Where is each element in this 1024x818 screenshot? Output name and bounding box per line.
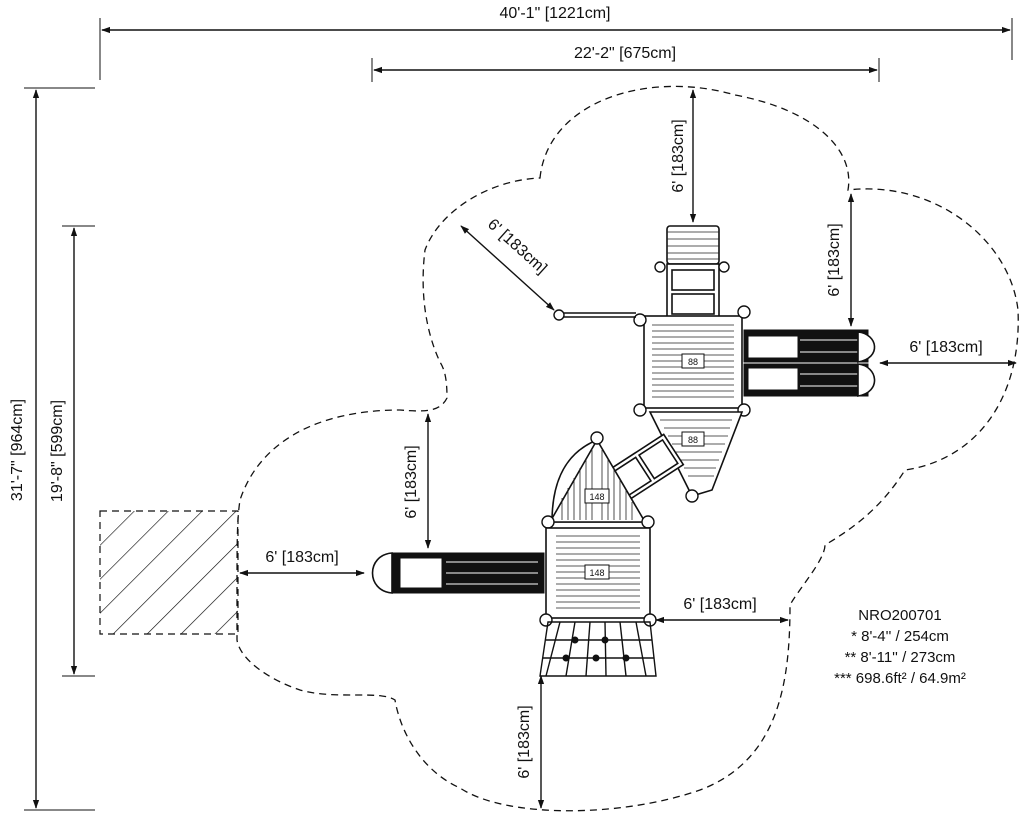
clearance-mid-left: 6' [183cm]: [403, 413, 432, 549]
ramp-deck-tag: 88: [688, 435, 698, 445]
clearance-right-upper-label: 6' [183cm]: [826, 223, 843, 296]
info-line-3: *** 698.6ft² / 64.9m²: [834, 670, 966, 687]
clearance-top-label: 6' [183cm]: [670, 119, 687, 192]
info-line-2: ** 8'-11'' / 273cm: [845, 649, 956, 666]
clearance-mid-right-label: 6' [183cm]: [683, 596, 756, 613]
inner-height-dimension: 19'-8" [599cm]: [49, 225, 95, 677]
clearance-mid-right: 6' [183cm]: [655, 596, 789, 624]
clearance-right-upper: 6' [183cm]: [826, 193, 855, 327]
upper-slides: [743, 329, 876, 397]
overall-width-dimension: 40'-1" [1221cm]: [99, 5, 1013, 80]
clearance-diagonal: 6' [183cm]: [460, 216, 555, 311]
clearance-right-slide: 6' [183cm]: [879, 339, 1017, 367]
roof-deck-tag: 148: [589, 492, 604, 502]
clearance-right-slide-label: 6' [183cm]: [909, 339, 982, 356]
safety-zone-boundary: [236, 85, 1019, 812]
info-line-1: * 8'-4'' / 254cm: [851, 628, 949, 645]
model-info-block: NRO200701 * 8'-4'' / 254cm ** 8'-11'' / …: [834, 607, 966, 687]
inner-width-dimension: 22'-2" [675cm]: [371, 45, 880, 82]
model-number: NRO200701: [858, 607, 941, 624]
ramp-deck: 88: [648, 411, 744, 503]
lower-slide: [371, 552, 545, 594]
upper-tower: 88: [553, 225, 751, 417]
upper-deck-tag: 88: [688, 357, 698, 367]
inner-height-label: 19'-8" [599cm]: [49, 400, 66, 502]
clearance-diagonal-label: 6' [183cm]: [484, 216, 550, 278]
hatched-exit-zone: [99, 510, 239, 635]
clearance-bottom-label: 6' [183cm]: [516, 705, 533, 778]
lower-deck-tag: 148: [589, 568, 604, 578]
clearance-bottom: 6' [183cm]: [516, 675, 545, 809]
overall-height-label: 31'-7" [964cm]: [9, 399, 26, 501]
inner-width-label: 22'-2" [675cm]: [574, 45, 676, 62]
clearance-left-slide: 6' [183cm]: [239, 549, 365, 577]
lower-deck: 148: [539, 527, 657, 627]
overall-width-label: 40'-1" [1221cm]: [499, 5, 610, 22]
clearance-top: 6' [183cm]: [670, 89, 697, 223]
roof-deck: 148: [541, 431, 655, 529]
clearance-mid-left-label: 6' [183cm]: [403, 445, 420, 518]
upper-deck-tag-box: [681, 353, 705, 369]
overall-height-dimension: 31'-7" [964cm]: [9, 87, 95, 811]
net-climber: [539, 621, 657, 677]
clearance-left-slide-label: 6' [183cm]: [265, 549, 338, 566]
